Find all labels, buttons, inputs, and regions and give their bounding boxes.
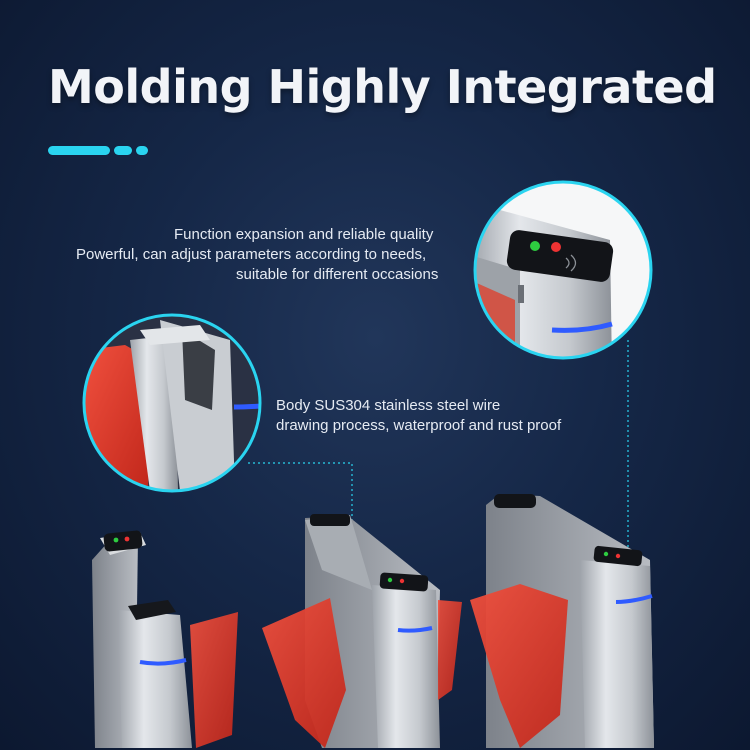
callout-top-line2: Powerful, can adjust parameters accordin… — [76, 246, 427, 263]
turnstile-left — [92, 530, 238, 748]
rfid-reader-icon — [565, 254, 577, 272]
turnstile-right — [470, 494, 654, 748]
headline: Molding Highly Integrated — [48, 60, 717, 114]
callout-top-line1: Function expansion and reliable quality — [174, 226, 434, 243]
callout-middle-line2: drawing process, waterproof and rust pro… — [276, 417, 562, 434]
decorative-dash-icon — [48, 146, 148, 155]
turnstile-middle — [262, 514, 462, 748]
zoom-detail-top — [473, 180, 653, 360]
callout-top-line3: suitable for different occasions — [236, 266, 439, 283]
zoom-detail-middle — [82, 313, 262, 493]
callout-middle-line1: Body SUS304 stainless steel wire — [276, 397, 501, 414]
